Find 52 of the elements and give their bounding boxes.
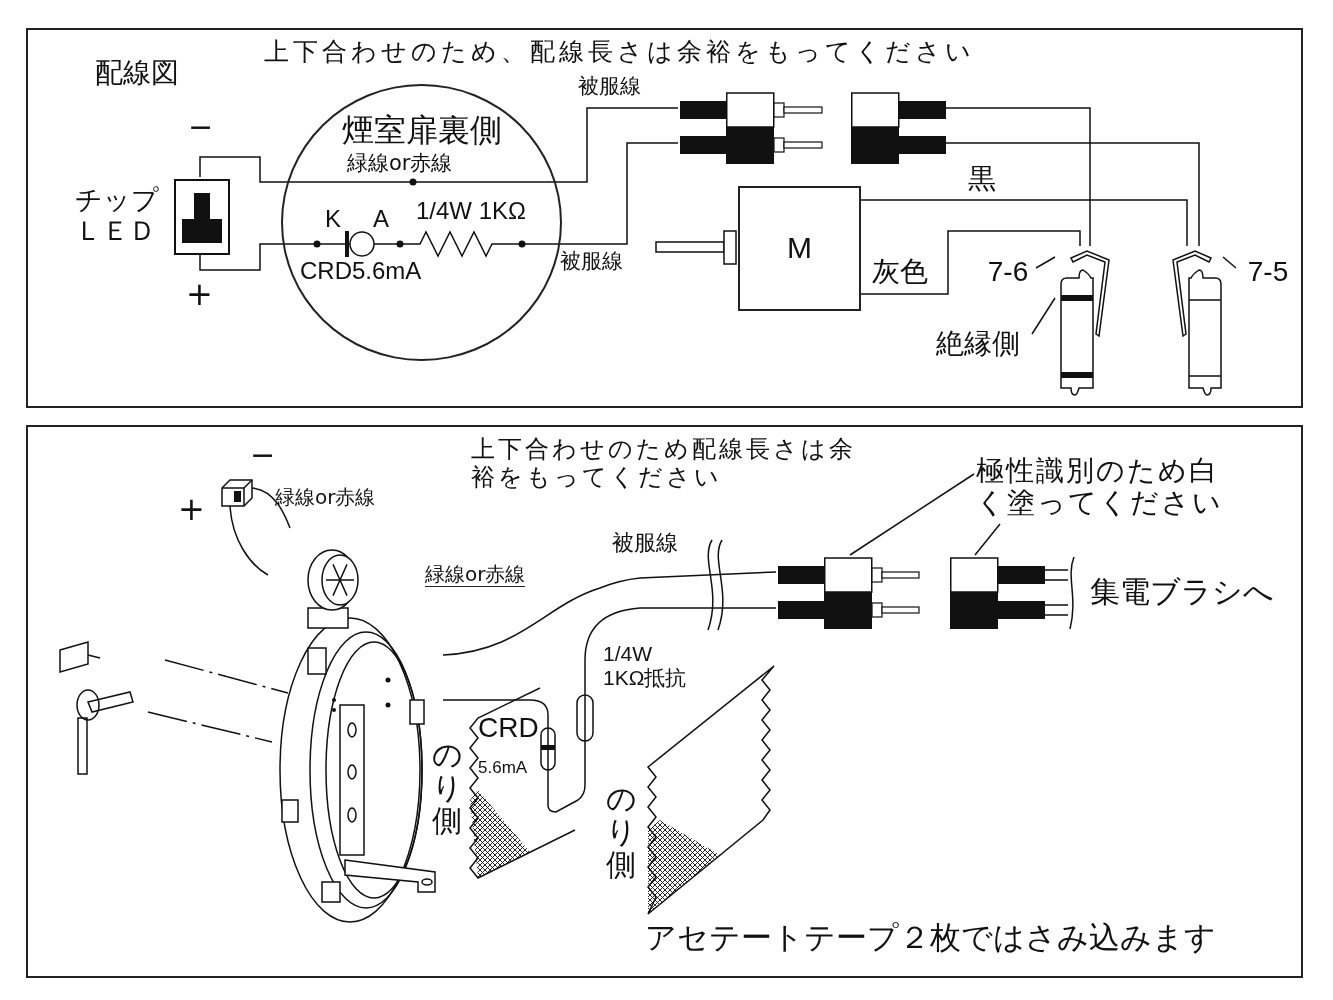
note-text: 集電ブラシへ bbox=[1090, 575, 1274, 610]
connector-drawing bbox=[851, 92, 946, 164]
edge-label: 緑線or赤線 bbox=[425, 563, 526, 587]
wire bbox=[553, 107, 679, 183]
polarity-sign: + bbox=[178, 491, 205, 528]
callout-text: 絶縁側 bbox=[922, 324, 1034, 364]
motor-box: M bbox=[738, 186, 861, 311]
component-value: CRD5.6mA bbox=[300, 257, 422, 285]
leader-line bbox=[974, 523, 1001, 556]
wire-label: 被服線 bbox=[578, 74, 641, 99]
chip-led-drawing bbox=[174, 179, 230, 255]
pickup-number: 7-5 bbox=[1238, 254, 1298, 290]
pickup-drawing bbox=[1057, 248, 1112, 396]
pickup-drawing bbox=[1170, 248, 1225, 396]
wire bbox=[442, 607, 777, 813]
note-text: 上下合わせのため、配線長さは余裕をもってください bbox=[264, 38, 975, 67]
pickup-number: 7-6 bbox=[978, 254, 1038, 290]
wire bbox=[251, 487, 291, 529]
side-label: のり側 bbox=[432, 738, 462, 837]
leader-line bbox=[1035, 256, 1056, 269]
diagram-panel bbox=[26, 425, 1303, 978]
wire-label: 緑線or赤線 bbox=[275, 486, 376, 509]
wire-label: 被服線 bbox=[560, 249, 623, 274]
wire bbox=[199, 156, 286, 183]
polarity-sign: − bbox=[250, 438, 276, 473]
panel-heading: 配線図 bbox=[95, 57, 179, 90]
connector-drawing bbox=[778, 557, 921, 629]
wire bbox=[442, 571, 777, 656]
leader-line bbox=[1222, 256, 1237, 269]
diagram-panel bbox=[26, 28, 1303, 408]
note-text: 上下合わせのため配線長さは余裕をもってください bbox=[471, 436, 857, 492]
polarity-sign: + bbox=[186, 276, 213, 313]
wire-label: 被服線 bbox=[612, 530, 678, 556]
wire bbox=[199, 243, 282, 271]
leader-line bbox=[849, 473, 975, 556]
pin-label: A bbox=[373, 205, 389, 233]
wire bbox=[229, 505, 269, 576]
component-value: 1/4W 1KΩ bbox=[416, 197, 526, 225]
pin-label: K bbox=[325, 205, 341, 233]
polarity-sign: − bbox=[188, 110, 214, 145]
connector-drawing bbox=[950, 557, 1077, 629]
callout-text: 極性識別のため白く塗ってください bbox=[976, 447, 1228, 527]
component-value: 1/4W 1KΩ抵抗 bbox=[603, 642, 687, 691]
leader-line bbox=[1031, 297, 1056, 335]
chip-led-drawing bbox=[220, 478, 254, 508]
side-label: のり側 bbox=[606, 782, 636, 881]
wire-label: 緑線or赤線 bbox=[347, 151, 453, 176]
connector-drawing bbox=[680, 92, 824, 164]
component-value: 5.6mA bbox=[478, 758, 528, 778]
component-label: CRD bbox=[478, 712, 539, 745]
note-text: アセテートテープ２枚ではさみ込みます bbox=[645, 920, 1216, 956]
component-label: チップＬＥＤ bbox=[75, 184, 160, 247]
